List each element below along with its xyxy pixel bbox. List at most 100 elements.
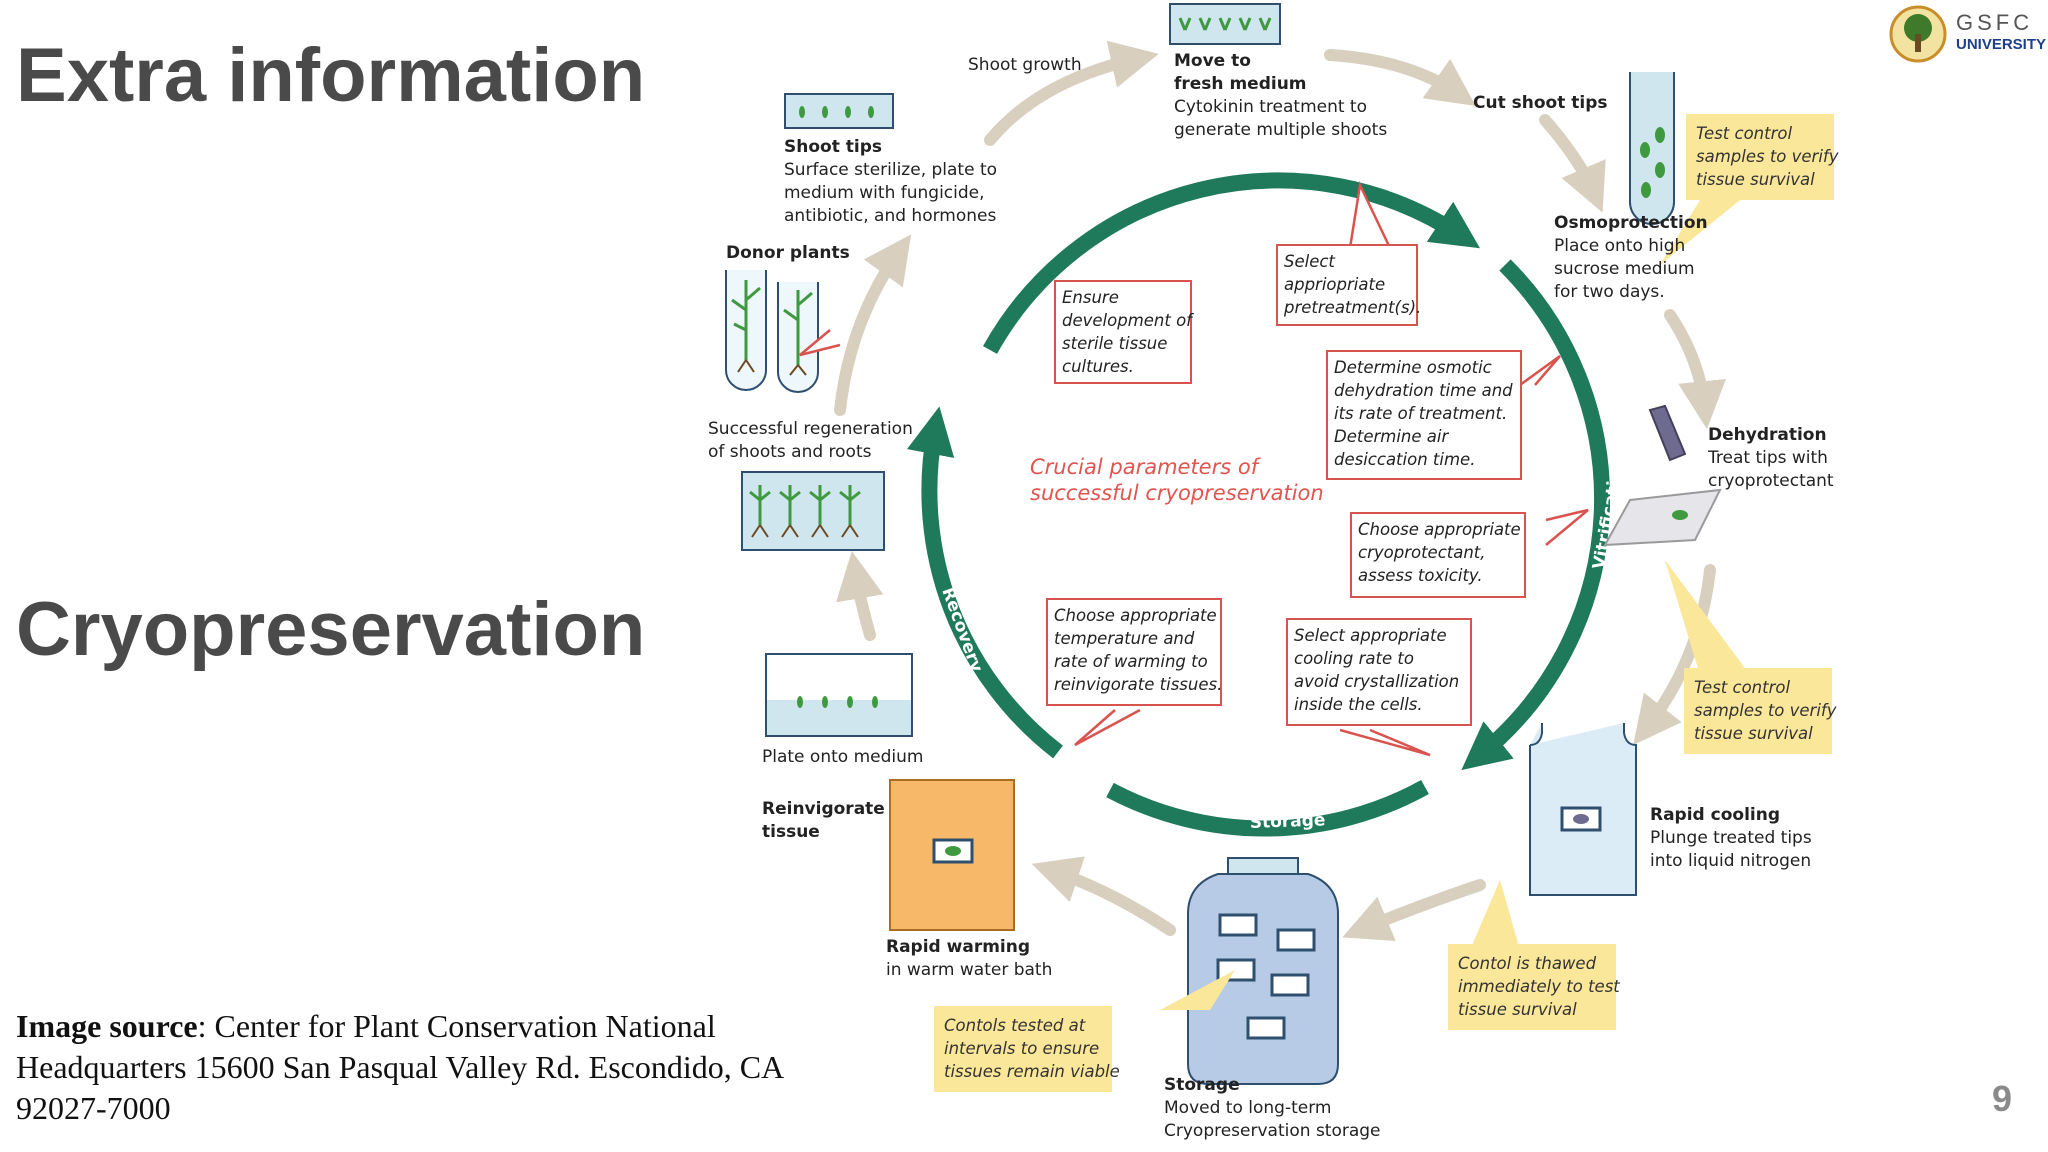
slide-title-cryopreservation: Cryopreservation (16, 587, 646, 672)
pointer-intervals (1160, 970, 1235, 1010)
callout-line: pretreatment(s). (1284, 298, 1422, 317)
callout-line: Determine air (1334, 427, 1449, 446)
step-desc-line: Cytokinin treatment to (1174, 97, 1367, 117)
ring-label-storage: Storage (1249, 810, 1325, 833)
ring-segment-storage (1106, 780, 1429, 837)
callout-line: cultures. (1062, 357, 1134, 376)
label-plate-onto-medium: Plate onto medium (762, 747, 924, 767)
pointer-cryoprotectant (1545, 508, 1589, 546)
callout-ensure-sterile: Ensure development of sterile tissue cul… (1054, 280, 1192, 384)
pointer-test2 (1665, 560, 1750, 675)
step-desc-line: of shoots and roots (708, 442, 872, 462)
label-rapid-cooling: Rapid cooling Plunge treated tips into l… (1650, 804, 1812, 873)
university-logo: GSFC UNIVERSITY (1888, 4, 2047, 68)
osmoprotection-tube-icon (1629, 72, 1675, 225)
callout-line: Choose appropriate (1358, 520, 1521, 539)
step-desc-line: Place onto high (1554, 236, 1686, 256)
step-title: Cut shoot tips (1473, 93, 1608, 113)
step-desc-line: sucrose medium (1554, 259, 1695, 279)
note-test-control-1: Test control samples to verify tissue su… (1686, 114, 1839, 200)
step-desc-line: Treat tips with (1708, 448, 1828, 468)
callout-line: Ensure (1062, 288, 1119, 307)
callout-line: cooling rate to (1294, 649, 1414, 668)
step-desc-line: Plunge treated tips (1650, 828, 1812, 848)
plate-medium-dish-icon (765, 653, 913, 737)
callout-line: inside the cells. (1294, 695, 1423, 714)
callout-line: desiccation time. (1334, 450, 1476, 469)
note-line: Contol is thawed (1458, 954, 1597, 973)
callout-line: reinvigorate tissues. (1054, 675, 1223, 694)
step-title: Storage (1164, 1075, 1240, 1095)
arrow-cut-shoot-tips (1324, 49, 1476, 107)
logo-university-text: UNIVERSITY (1956, 36, 2047, 53)
image-source-credit: Image source: Center for Plant Conservat… (16, 1006, 856, 1129)
step-desc-line: Moved to long-term (1164, 1098, 1332, 1118)
page-number: 9 (1991, 1078, 2012, 1119)
callout-line: its rate of treatment. (1334, 404, 1508, 423)
note-line: tissue survival (1696, 170, 1815, 189)
liquid-nitrogen-dewar-icon (1529, 723, 1637, 896)
step-title: Move to (1174, 51, 1251, 71)
label-move-fresh-medium: Move to fresh medium Cytokinin treatment… (1174, 50, 1387, 142)
fresh-medium-dish-icon (1169, 3, 1281, 45)
arrow-to-donor-plants (834, 234, 912, 416)
step-desc-line: into liquid nitrogen (1650, 851, 1812, 871)
arrow-shoot-growth (984, 40, 1159, 146)
note-pointers (1160, 200, 1750, 1010)
note-line: samples to verify (1694, 701, 1837, 720)
pointer-pretreat (1348, 180, 1392, 249)
ring-segment-vitrification (1461, 259, 1611, 771)
cryopreservation-cycle-diagram: In vitro tissue culture Vitrification St… (690, 0, 1890, 1152)
callout-cooling-rate: Select appropriate cooling rate to avoid… (1286, 618, 1472, 726)
pointer-warming (1074, 708, 1141, 747)
callout-line: cryoprotectant, (1358, 543, 1486, 562)
step-title: Shoot tips (784, 137, 882, 157)
step-desc-line: Surface sterilize, plate to (784, 160, 998, 180)
pointer-osmotic (1519, 354, 1561, 387)
label-shoot-tips: Shoot tips Surface sterilize, plate to m… (784, 136, 997, 228)
callout-line: Choose appropriate (1054, 606, 1217, 625)
arrow-to-storage (1342, 879, 1486, 942)
callout-line: dehydration time and (1334, 381, 1513, 400)
step-title: Reinvigorate (762, 799, 885, 819)
label-successful-regeneration: Successful regeneration of shoots and ro… (708, 418, 913, 464)
note-line: tissues remain viable (944, 1062, 1120, 1081)
callout-line: appriopriate (1284, 275, 1386, 294)
logo-gsfc-text: GSFC (1956, 10, 2034, 35)
ring-segment-in-vitro (983, 172, 1481, 354)
step-title: Donor plants (726, 243, 850, 263)
source-text: : Center for Plant Conservation National… (16, 1008, 783, 1126)
arrow-to-rapid-warming (1031, 856, 1176, 936)
step-desc-line: cryoprotectant (1708, 471, 1834, 491)
ring-segment-recovery (907, 406, 1063, 759)
callout-line: rate of warming to (1054, 652, 1208, 671)
label-shoot-growth: Shoot growth (968, 55, 1082, 75)
step-title-2: fresh medium (1174, 74, 1307, 94)
callout-line: temperature and (1054, 629, 1195, 648)
callout-cryoprotectant: Choose appropriate cryoprotectant, asses… (1350, 512, 1526, 598)
callout-line: Determine osmotic (1334, 358, 1492, 377)
process-arrows (834, 40, 1727, 942)
arrow-to-regeneration (836, 551, 884, 641)
pointer-test1 (1660, 200, 1740, 265)
shoot-tips-dish-icon (784, 93, 894, 129)
note-control-thawed: Contol is thawed immediately to test tis… (1448, 944, 1620, 1030)
label-donor-plants: Donor plants (726, 242, 850, 265)
arrow-to-rapid-cooling (1633, 564, 1716, 746)
arrow-to-osmoprotection (1539, 114, 1606, 213)
step-desc-line: medium with fungicide, (784, 183, 985, 203)
donor-plants-tubes-icon (725, 270, 819, 393)
source-label: Image source (16, 1008, 198, 1044)
label-reinvigorate-tissue: Reinvigorate tissue (762, 798, 885, 844)
step-desc-line: Cryopreservation storage (1164, 1121, 1381, 1141)
callout-line: sterile tissue (1062, 334, 1168, 353)
step-desc-line: antibiotic, and hormones (784, 206, 997, 226)
label-storage: Storage Moved to long-term Cryopreservat… (1164, 1074, 1381, 1143)
label-cut-shoot-tips: Cut shoot tips (1473, 92, 1608, 115)
step-desc-line: for two days. (1554, 282, 1665, 302)
label-rapid-warming: Rapid warming in warm water bath (886, 936, 1052, 982)
slide-title-extra-information: Extra information (16, 33, 646, 118)
note-line: Contols tested at (944, 1016, 1086, 1035)
crucial-parameters-heading: Crucial parameters of successful cryopre… (1030, 454, 1324, 506)
label-osmoprotection: Osmoprotection Place onto high sucrose m… (1554, 212, 1708, 304)
